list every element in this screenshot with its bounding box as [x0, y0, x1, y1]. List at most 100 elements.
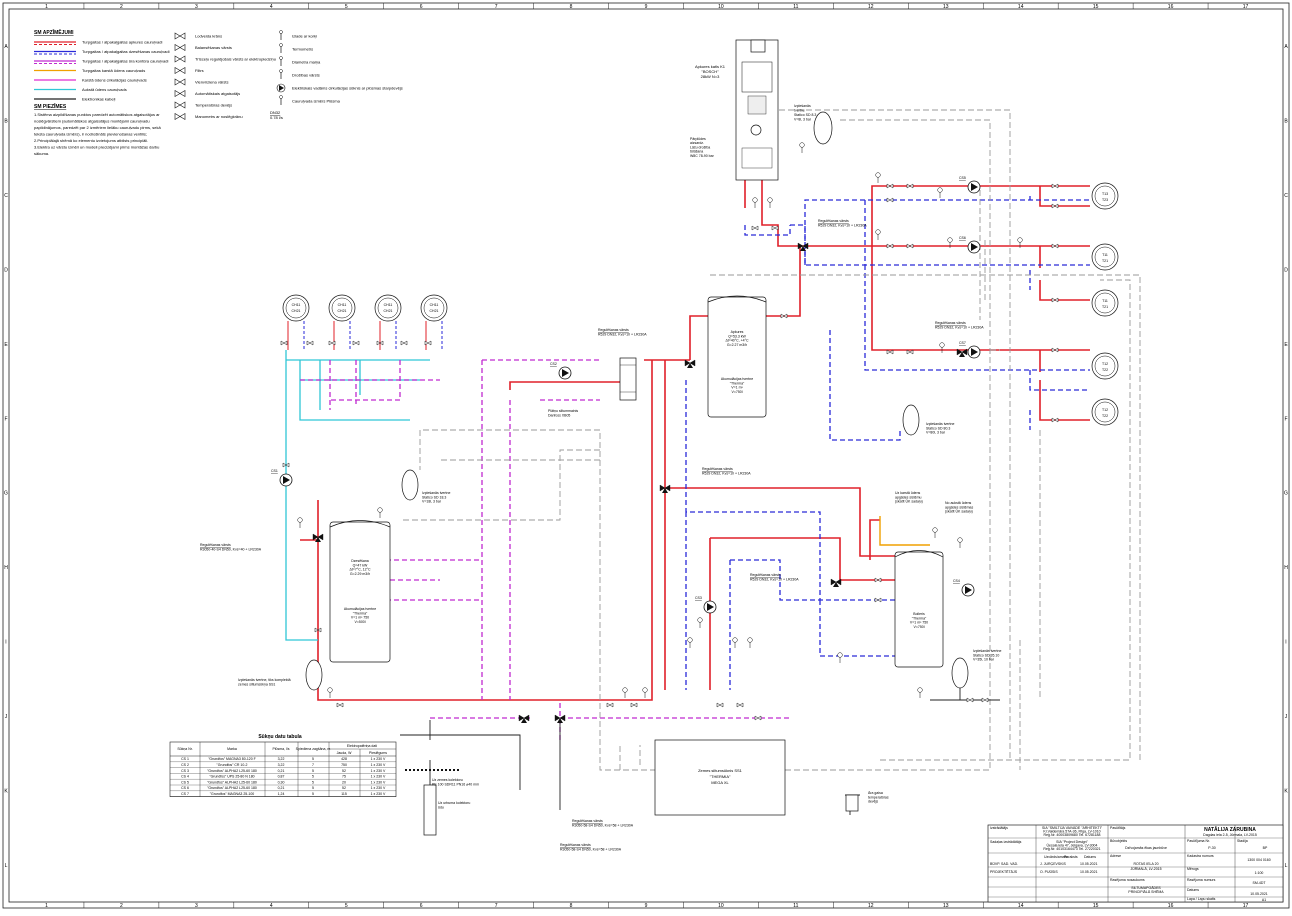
- feed-label-line: (skatīt ÛK sadaļu): [895, 499, 923, 504]
- grid-row-label: B: [1284, 119, 1288, 125]
- pump-table-cell: 1 x 230 V: [371, 780, 386, 784]
- pump-table-cell: CS 2: [181, 763, 189, 767]
- pump-table-title: Sūkņu datu tabula: [258, 734, 302, 740]
- pump-table-header: Marka: [227, 747, 237, 751]
- ball-valve-icon: [1051, 347, 1059, 353]
- ball-valve-icon: [282, 462, 290, 468]
- valve-label-title: Regulēšanas vārsts: [598, 328, 629, 332]
- pump-table-cell: CS 4: [181, 775, 189, 779]
- ball-valve-icon: [771, 225, 779, 231]
- ball-valve-icon: [966, 697, 974, 703]
- grid-row-label: G: [1284, 491, 1288, 497]
- pump-table-cell: 1 x 230 V: [371, 786, 386, 790]
- boiler-label-line: Apkures katls K1: [695, 64, 726, 69]
- pump-table-cell: 5: [312, 780, 314, 784]
- title-col-head: Uzvārds/amats: [1044, 855, 1068, 859]
- ball-valve-icon: [1051, 183, 1059, 189]
- grid-row-label: J: [1285, 714, 1288, 720]
- valve-label-title: Regulēšanas vārsts: [702, 467, 733, 471]
- ball-valve-icon: [280, 340, 288, 346]
- grid-row-label: A: [1284, 44, 1288, 50]
- pump-table-cell: 0,30: [278, 780, 285, 784]
- boiler-hw-label-line: V=750l: [914, 625, 925, 629]
- grid-row-label: H: [1284, 565, 1288, 571]
- drill-label-line: ūdu: [438, 805, 444, 809]
- legend-note-line: 3.Elektra uz vārstu izmēri un modeli pre…: [34, 145, 159, 150]
- expansion-label-line: Statico SD 35.10: [973, 653, 999, 657]
- pump-table-cell: 5: [312, 769, 314, 773]
- pump-table-cell: 52: [342, 769, 346, 773]
- title-firm-line: SIA "SMILTIJA VAIVADE "ARHITEKTI": [1042, 826, 1103, 830]
- manometer-icon: [697, 617, 703, 628]
- title-sub-line: Reģ.Nr. 40103164473 Tel. 27220321: [1043, 846, 1100, 851]
- pump-icon: [967, 180, 981, 194]
- manometer-icon: [642, 687, 648, 698]
- pump-table-cell: 3,22: [278, 763, 285, 767]
- manometer-icon: [732, 637, 738, 648]
- safety-label-line: Lāču drošība: [690, 145, 710, 149]
- manometer-icon: [752, 197, 758, 208]
- title-col-head: Datums: [1084, 855, 1096, 859]
- grid-col-label: 2: [120, 4, 123, 10]
- buffer-label-line: Q=53.3 kW: [728, 334, 746, 338]
- grid-row-label: E: [1284, 342, 1288, 348]
- title-sub-line: SIA "Project Design": [1056, 840, 1088, 844]
- pump-icon: [967, 345, 981, 359]
- manometer-icon: [875, 172, 881, 183]
- grid-col-label: 17: [1243, 903, 1249, 909]
- t-unit-label: T21: [1102, 305, 1108, 309]
- buffer-label-line: V=1 m³ 750: [351, 616, 369, 620]
- t-unit-label: T21: [1102, 259, 1108, 263]
- inline-fittings: [297, 142, 1023, 698]
- three-way-valve-icon: [830, 578, 842, 587]
- grid-col-label: 10: [718, 903, 724, 909]
- pump-icon: [276, 83, 286, 93]
- grid-row-label: F: [1284, 416, 1287, 422]
- grid-col-label: 15: [1093, 4, 1099, 10]
- pump-table-cell: 1 x 230 V: [371, 775, 386, 779]
- manometer-icon: [174, 112, 186, 121]
- manometer-icon: [687, 637, 693, 648]
- ball-valve-icon: [886, 243, 894, 249]
- ball-valve-icon: [424, 340, 432, 346]
- grid-row-label: J: [5, 714, 8, 720]
- title-firm-label: Izstrādātājs: [990, 826, 1008, 830]
- pump-table-cell: 20: [342, 780, 346, 784]
- grid-col-label: 9: [645, 903, 648, 909]
- title-stage-label: Pasūtījuma Nr.: [1187, 839, 1210, 843]
- title-role-date: 10.05.2021: [1080, 870, 1098, 874]
- title-role: BŪVP. SAD. VAD.: [990, 862, 1018, 866]
- pump-icon: [967, 240, 981, 254]
- manometer-icon: [767, 197, 773, 208]
- grid-row-label: L: [5, 863, 8, 869]
- grid-row-label: C: [1284, 193, 1288, 199]
- title-role-name: O. PUŪSIS: [1040, 870, 1058, 874]
- buffer-label-line: Δt=40°C, +4°C: [725, 339, 749, 343]
- pump-table-cell: "Grundfos" MAGNA3 80-120 F: [208, 757, 256, 761]
- ch-unit-label: CH21: [338, 309, 347, 313]
- title-sheet-label: Rasējuma numurs: [1187, 878, 1216, 882]
- grid-col-label: 6: [420, 903, 423, 909]
- title-cadastre-label: Kadastra numurs: [1187, 854, 1214, 858]
- grid-col-label: 4: [270, 4, 273, 10]
- heating-supply-pipes: [300, 176, 1090, 701]
- pump-table-cell: CS 3: [181, 769, 189, 773]
- buffer-label-line: Akumulācijas tvertne: [344, 607, 376, 611]
- ch-unit-label: CH11: [338, 303, 347, 307]
- ball-valve-icon: [906, 243, 914, 249]
- grid-col-label: 1: [45, 903, 48, 909]
- boiler-hw-label-line: "Therma": [912, 616, 927, 620]
- pump-table-header: Elektropatēriņa dati: [347, 744, 377, 748]
- three-way-valve-icon: [312, 533, 324, 542]
- pump-table-cell: "Grundfos" UPS 25-80 N 180: [209, 775, 254, 779]
- legend-note-line: teksta cauruļvada izmērs), ir nodrošināt…: [34, 132, 147, 137]
- legend-symbol-label: Manometrs ar noslēgkrānu: [195, 114, 243, 119]
- legend-symbol-label: Elektriskais vadāms cirkulācijas sūknis …: [292, 86, 403, 91]
